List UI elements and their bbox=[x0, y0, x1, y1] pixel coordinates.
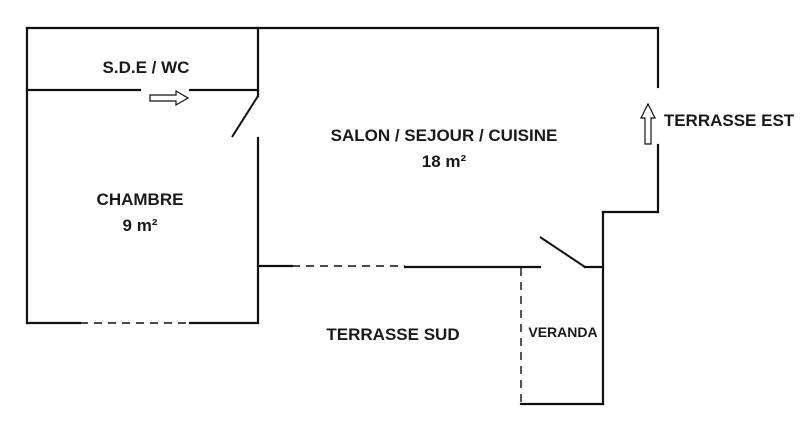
room-area-salon: 18 m² bbox=[422, 152, 467, 171]
room-label-chambre: CHAMBRE bbox=[97, 190, 184, 209]
door-veranda bbox=[539, 236, 586, 268]
arrow-up-icon bbox=[640, 102, 656, 145]
walls bbox=[25, 26, 660, 406]
openings bbox=[80, 265, 522, 404]
arrow-right-icon bbox=[149, 89, 190, 107]
doors bbox=[231, 95, 586, 268]
arrows bbox=[149, 89, 656, 145]
label-terrasse-est: TERRASSE EST bbox=[664, 111, 795, 130]
room-label-salon: SALON / SEJOUR / CUISINE bbox=[331, 126, 558, 145]
room-label-veranda: VERANDA bbox=[528, 324, 597, 340]
door-chambre bbox=[231, 95, 259, 138]
room-area-chambre: 9 m² bbox=[123, 216, 158, 235]
labels: S.D.E / WC SALON / SEJOUR / CUISINE 18 m… bbox=[97, 58, 795, 344]
label-terrasse-sud: TERRASSE SUD bbox=[326, 325, 459, 344]
room-label-sde-wc: S.D.E / WC bbox=[103, 58, 190, 77]
